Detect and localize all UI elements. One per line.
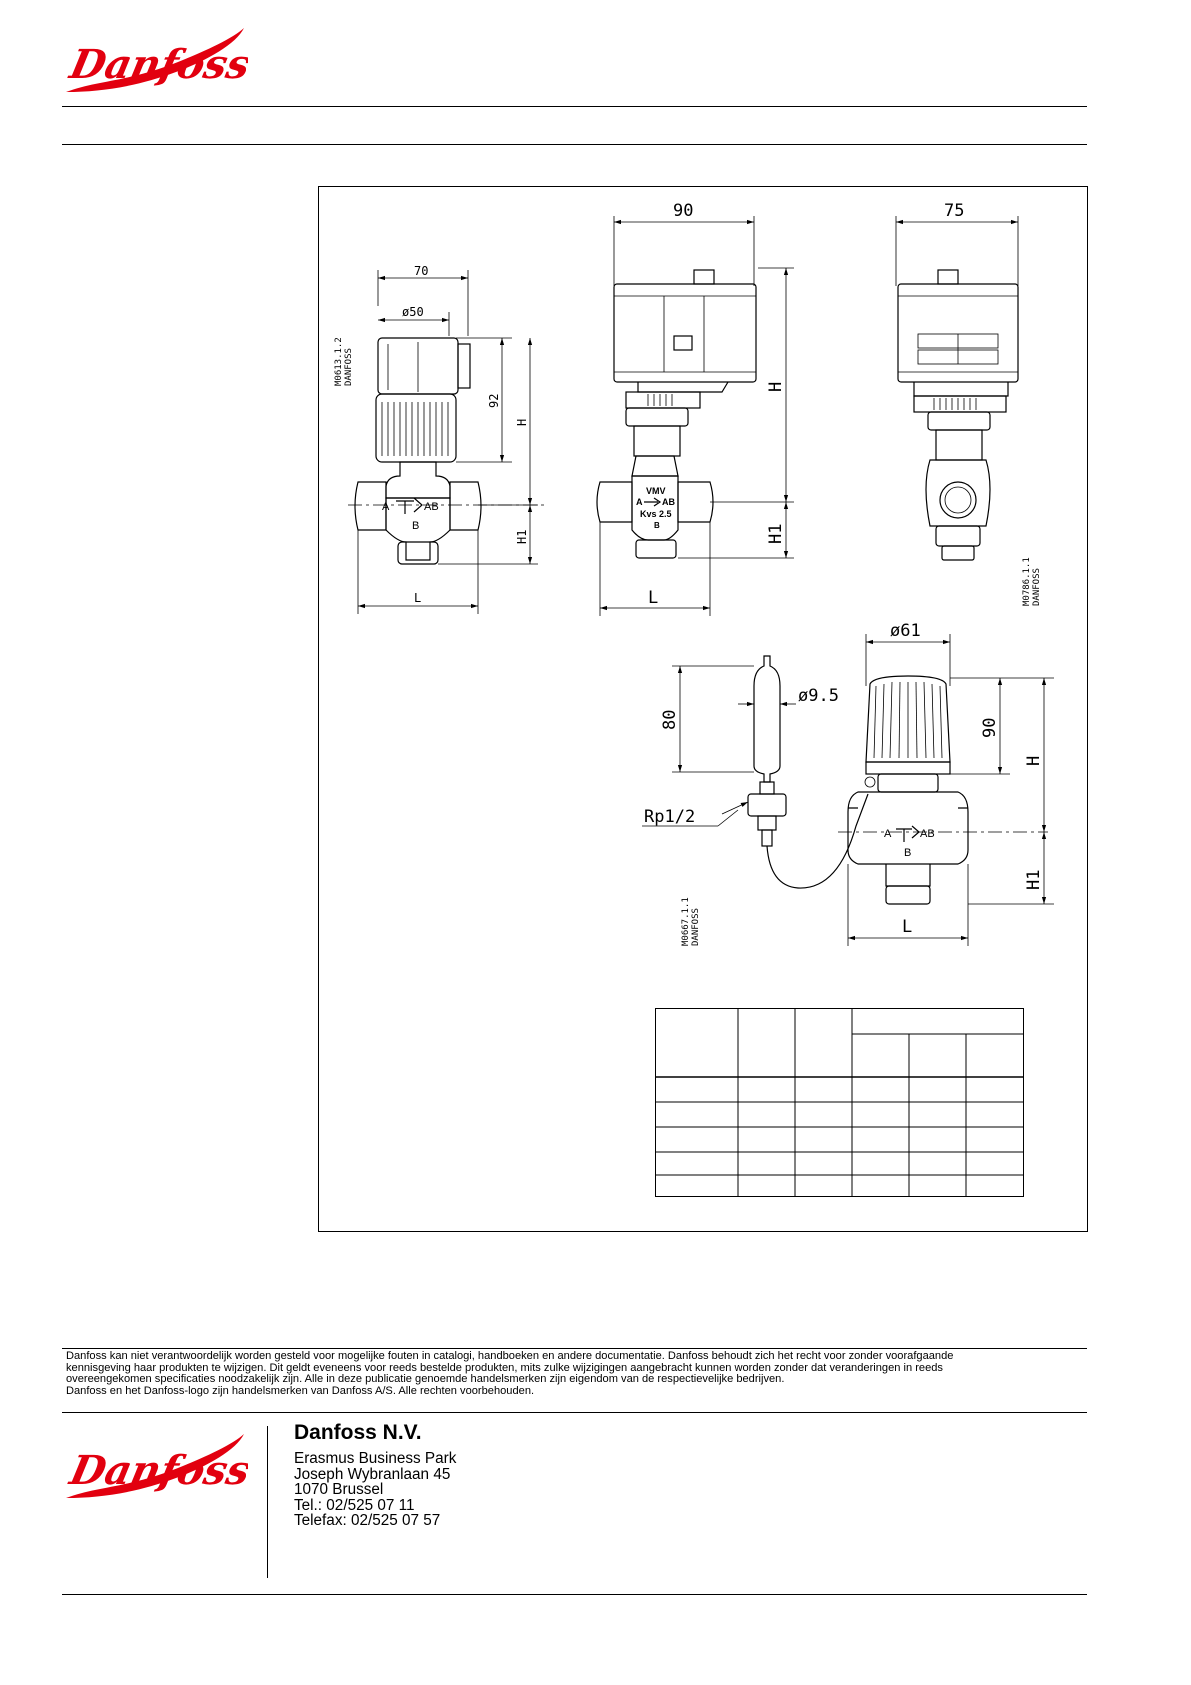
view3-code: M0786.1.1 — [1022, 557, 1032, 606]
view4-port-ab: AB — [920, 828, 935, 840]
view4-label-h1: H1 — [1024, 870, 1044, 890]
view2-label-h1: H1 — [766, 524, 786, 544]
view4-dim-diameter-head: ø61 — [890, 621, 921, 641]
disclaimer: Danfoss kan niet verantwoordelijk worden… — [66, 1350, 1076, 1397]
footer-rule-bottom — [62, 1594, 1087, 1595]
view2-port-ab: AB — [662, 497, 675, 507]
view1-dim-diameter: ø50 — [402, 305, 424, 319]
view2-dim-width: 90 — [673, 201, 693, 221]
view2-kvs: Kvs 2.5 — [640, 509, 672, 519]
spec-table — [655, 1008, 1024, 1197]
valve-view-1: M0613.1.2 DANFOSS 70 ø50 A — [334, 264, 548, 614]
view1-dim-height: 92 — [487, 394, 501, 408]
svg-text:Danfoss: Danfoss — [65, 1446, 248, 1493]
danfoss-logo-footer: Danfoss — [65, 1434, 248, 1498]
view1-port-b: B — [412, 520, 419, 532]
phone: Tel.: 02/525 07 11 — [294, 1496, 415, 1514]
view1-dim-width: 70 — [414, 264, 428, 278]
disclaimer-line: kennisgeving haar produkten te wijzigen.… — [66, 1361, 943, 1374]
view2-port-b: B — [654, 521, 660, 530]
view2-label-l: L — [648, 588, 658, 608]
valve-view-2: 90 VMV A AB Kvs 2.5 B — [596, 201, 794, 616]
address-line: Erasmus Business Park — [294, 1450, 457, 1467]
svg-text:Danfoss: Danfoss — [65, 40, 248, 87]
footer-rule-1 — [62, 1348, 1087, 1349]
company-block: Danfoss N.V. Erasmus Business Park Josep… — [294, 1421, 456, 1529]
view4-label-l: L — [902, 917, 912, 937]
view2-port-a: A — [636, 497, 643, 507]
view4-dim-sensor-len: 80 — [660, 710, 680, 730]
drawing-frame — [318, 186, 1088, 1232]
view4-port-a: A — [884, 828, 892, 840]
footer-rule-2 — [62, 1412, 1087, 1413]
view4-thread: Rp1/2 — [644, 807, 695, 827]
view4-label-h: H — [1024, 756, 1044, 766]
view4-port-b: B — [904, 847, 911, 859]
fax: Telefax: 02/525 07 57 — [294, 1512, 441, 1530]
view1-port-ab: AB — [424, 501, 439, 513]
footer-divider — [267, 1426, 268, 1578]
valve-view-3: 75 M0786.1.1 DANFOSS — [895, 201, 1042, 606]
header-rule-top — [62, 106, 1087, 107]
header-rule-bottom — [62, 144, 1087, 145]
view2-label-h: H — [766, 382, 786, 392]
technical-drawing: M0613.1.2 DANFOSS 70 ø50 A — [318, 186, 1088, 1232]
view1-code: M0613.1.2 — [334, 337, 344, 386]
view1-port-a: A — [382, 501, 390, 513]
view4-code: M0667.1.1 — [681, 897, 691, 946]
disclaimer-line: Danfoss en het Danfoss-logo zijn handels… — [66, 1384, 535, 1397]
danfoss-logo-top: Danfoss — [65, 28, 248, 92]
company-name: Danfoss N.V. — [294, 1421, 422, 1444]
address-line: 1070 Brussel — [294, 1481, 384, 1499]
view3-maker: DANFOSS — [1032, 568, 1042, 606]
valve-view-4: 80 ø9.5 Rp1/2 ø61 — [642, 621, 1054, 946]
view1-label-h1: H1 — [515, 530, 529, 544]
view4-maker: DANFOSS — [691, 908, 701, 946]
view4-dim-head-height: 90 — [980, 718, 1000, 738]
view3-dim-width: 75 — [944, 201, 964, 221]
view4-dim-sensor-dia: ø9.5 — [798, 686, 839, 706]
address-line: Joseph Wybranlaan 45 — [294, 1465, 451, 1483]
view1-label-h: H — [515, 419, 529, 426]
view1-maker: DANFOSS — [344, 348, 354, 386]
disclaimer-line: overeengekomen specificaties noodzakelij… — [66, 1373, 785, 1386]
disclaimer-line: Danfoss kan niet verantwoordelijk worden… — [66, 1350, 954, 1362]
view1-label-l: L — [414, 591, 421, 605]
view2-body-text: VMV — [646, 486, 666, 496]
